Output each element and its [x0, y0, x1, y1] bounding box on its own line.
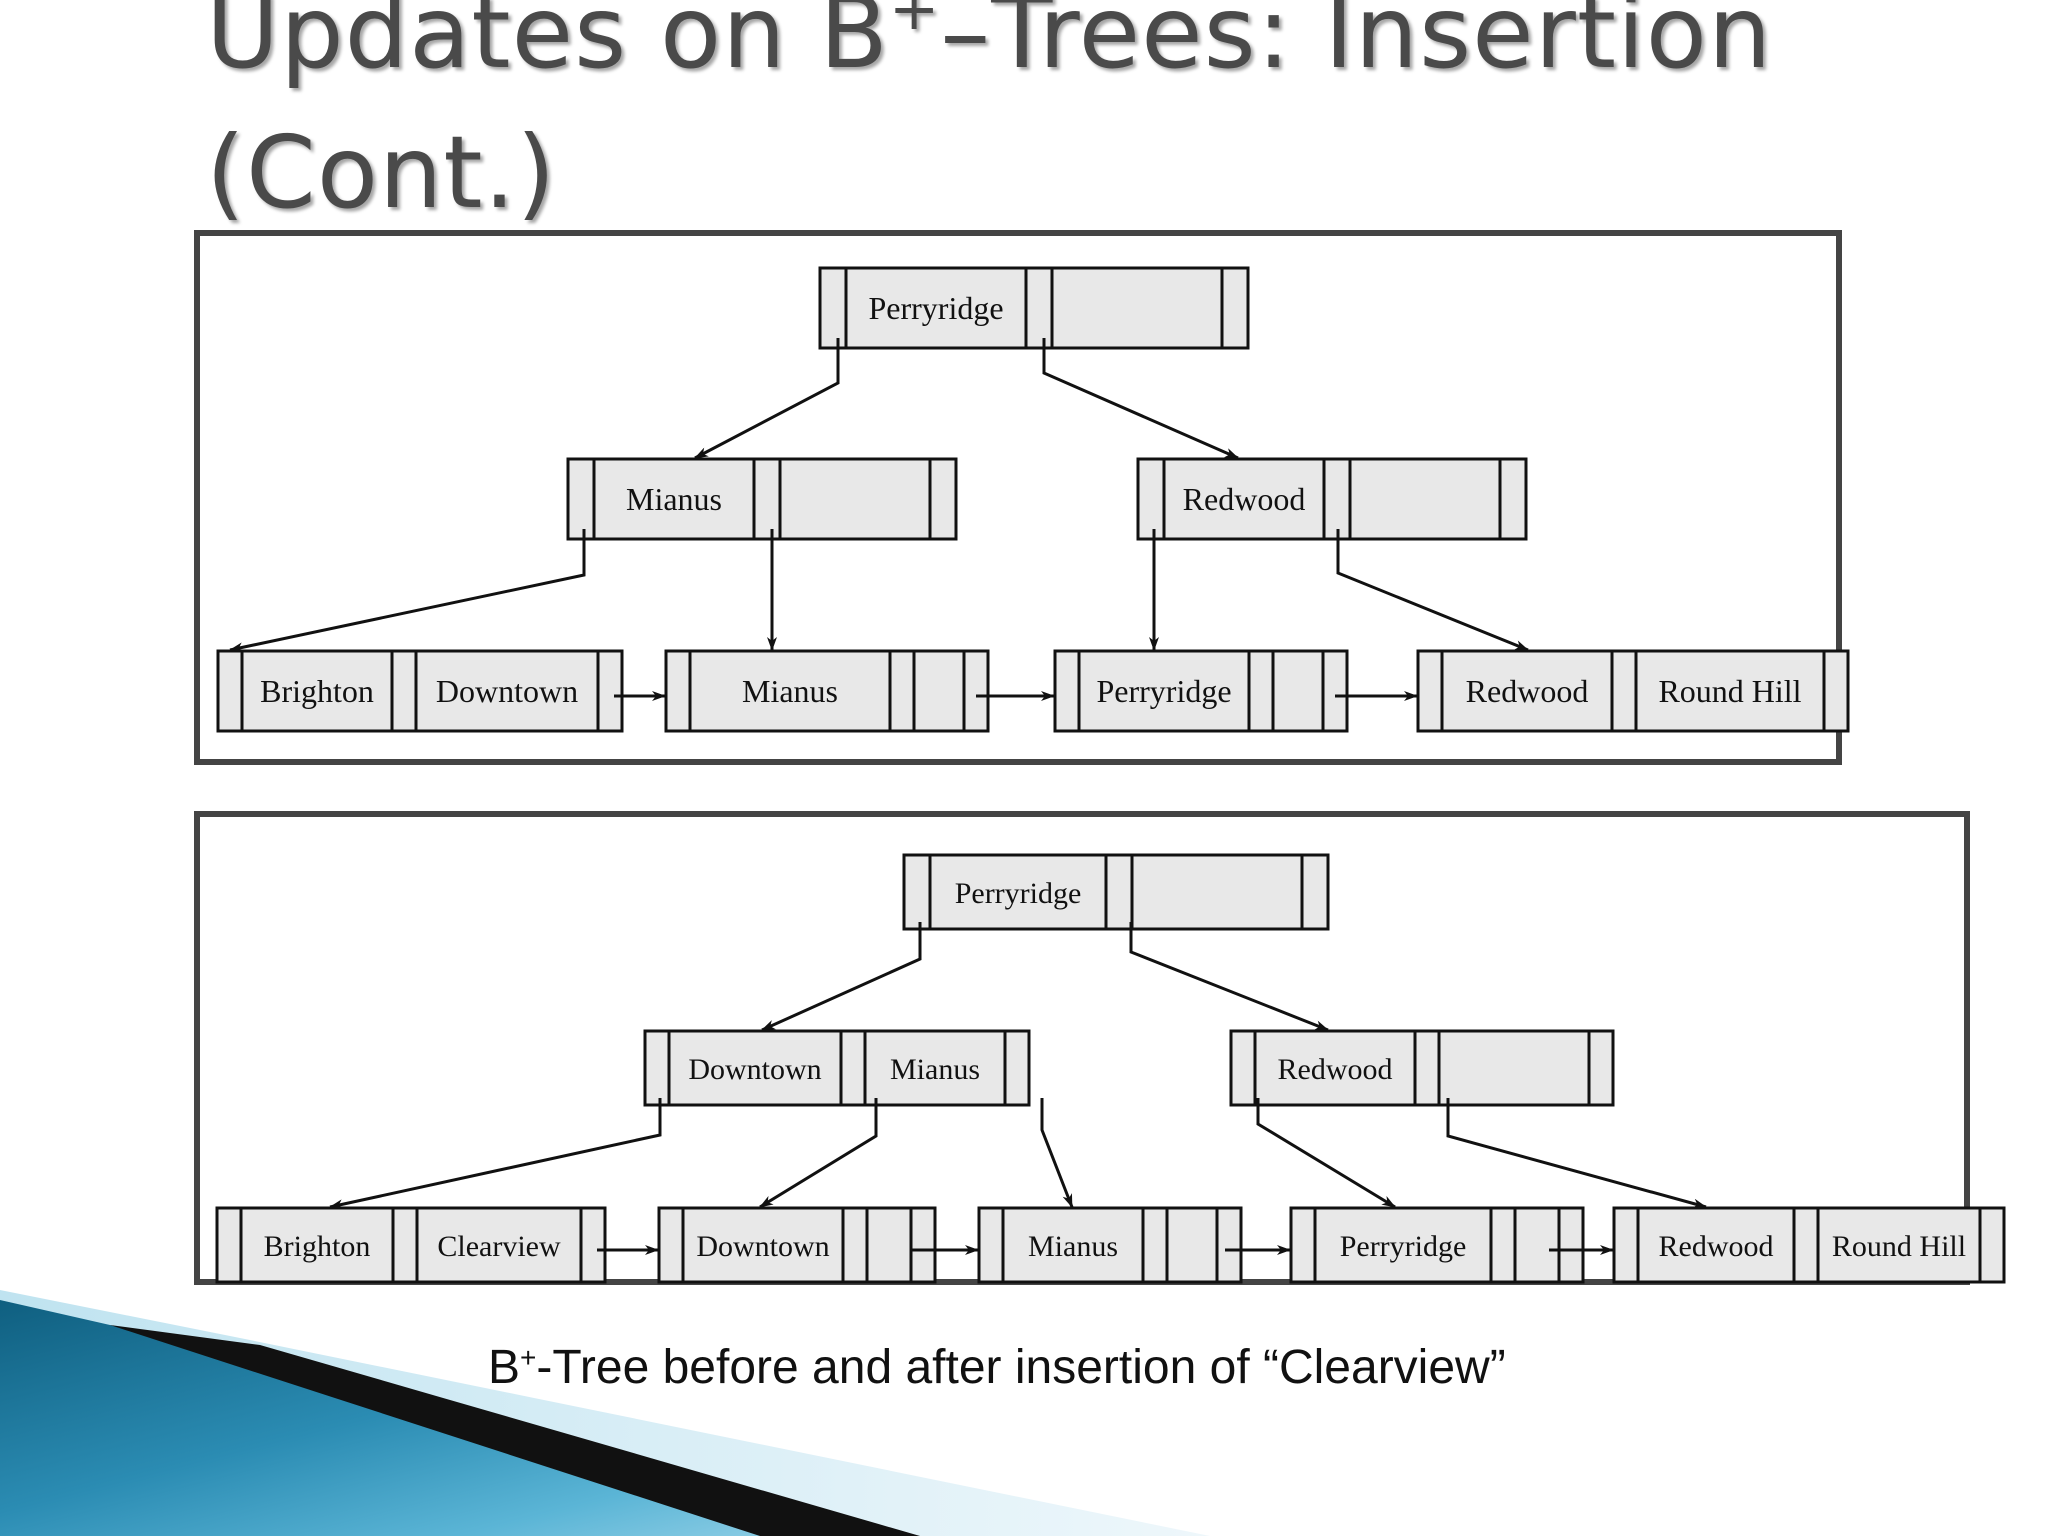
after-leaf-node: Downtown	[657, 1206, 937, 1284]
before-leaf-node-key-1: Perryridge	[1096, 673, 1231, 709]
title-superscript: +	[889, 0, 941, 44]
after-internal-node-key-2: Mianus	[890, 1053, 980, 1086]
before-internal-node: Redwood	[1136, 457, 1528, 541]
after-mianus-right-pointer	[1040, 1098, 1074, 1208]
before-leaf-node: Brighton Downtown	[216, 649, 624, 733]
title-suffix: –Trees: Insertion	[940, 0, 1773, 91]
before-internal-node-key-1: Redwood	[1183, 481, 1306, 517]
after-leaf-node: Perryridge	[1289, 1206, 1585, 1284]
slide-title: Updates on B+–Trees: Insertion (Cont.)	[206, 0, 1966, 236]
caption-prefix: B	[488, 1341, 521, 1394]
after-leaf-node-key-1: Brighton	[264, 1230, 371, 1263]
after-leaf-node: Redwood Round Hill	[1612, 1206, 2006, 1284]
tree-edges	[229, 338, 1707, 1255]
title-line-2: (Cont.)	[206, 114, 557, 231]
before-internal-node: Mianus	[566, 457, 958, 541]
before-leaf-node-key-1: Mianus	[742, 673, 838, 709]
before-leaf-node: Mianus	[664, 649, 990, 733]
decorative-swoosh	[0, 1290, 1210, 1536]
before-leaf-node-key-2: Round Hill	[1658, 673, 1801, 709]
after-leaf-node-key-2: Round Hill	[1832, 1230, 1966, 1263]
after-downtown-left-pointer	[329, 1098, 662, 1210]
after-root-node: Perryridge	[902, 853, 1330, 931]
after-leaf-node-key-2: Clearview	[437, 1230, 561, 1263]
after-root-node-key-1: Perryridge	[955, 877, 1082, 910]
after-leaf-node-key-1: Perryridge	[1340, 1230, 1467, 1263]
after-root-left-pointer	[761, 922, 922, 1032]
before-root-right-pointer	[1042, 338, 1239, 460]
after-leaf-node-key-1: Mianus	[1028, 1230, 1118, 1263]
after-internal-node: Redwood	[1229, 1029, 1615, 1107]
after-redwood-left-pointer	[1256, 1098, 1396, 1209]
before-leaf-node-key-2: Downtown	[436, 673, 578, 709]
before-leaf-node-key-1: Redwood	[1466, 673, 1589, 709]
caption-text: B+-Tree before and after insertion of “C…	[488, 1340, 1506, 1395]
before-mianus-left-pointer	[229, 529, 586, 653]
before-root-left-pointer	[694, 338, 840, 460]
after-root-right-pointer	[1129, 922, 1329, 1032]
caption-superscript: +	[520, 1342, 537, 1373]
title-prefix: Updates on B	[206, 0, 889, 91]
before-root-node: Perryridge	[818, 266, 1250, 350]
title-line-1: Updates on B+–Trees: Insertion	[206, 0, 1966, 110]
after-redwood-right-pointer	[1446, 1098, 1707, 1209]
before-leaf-node-key-1: Brighton	[260, 673, 374, 709]
caption-body: -Tree before and after insertion of “Cle…	[536, 1341, 1506, 1394]
before-redwood-right-pointer	[1336, 529, 1529, 652]
before-internal-node-key-1: Mianus	[626, 481, 722, 517]
after-downtown-right-pointer	[759, 1098, 878, 1209]
after-internal-node-key-1: Downtown	[688, 1053, 821, 1086]
after-leaf-node: Mianus	[977, 1206, 1243, 1284]
before-leaf-node: Redwood Round Hill	[1416, 649, 1850, 733]
before-root-node-key-1: Perryridge	[868, 290, 1003, 326]
after-internal-node: Downtown Mianus	[643, 1029, 1031, 1107]
after-leaf-node: Brighton Clearview	[215, 1206, 607, 1284]
after-leaf-node-key-1: Redwood	[1659, 1230, 1774, 1263]
after-internal-node-key-1: Redwood	[1278, 1053, 1393, 1086]
before-leaf-node: Perryridge	[1053, 649, 1349, 733]
after-leaf-node-key-1: Downtown	[696, 1230, 829, 1263]
